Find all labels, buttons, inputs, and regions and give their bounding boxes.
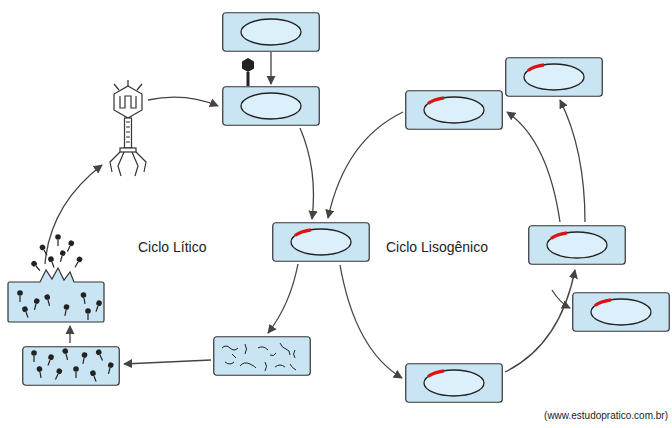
phage-particle xyxy=(31,350,37,362)
phage-particles xyxy=(17,234,114,382)
lysogenic-cell xyxy=(573,293,670,332)
fragmented-cell xyxy=(214,337,311,376)
source-watermark: (www.estudopratico.com.br) xyxy=(544,410,668,421)
phage-particle xyxy=(73,256,84,269)
attached-phage xyxy=(242,58,254,86)
phage-particle xyxy=(55,234,61,246)
lysogenic-cell xyxy=(406,91,503,130)
phage-particle xyxy=(106,362,114,375)
cycle-arrows xyxy=(45,52,585,378)
phage-particle xyxy=(45,354,54,367)
phage-particle xyxy=(47,256,56,269)
infected-cell xyxy=(273,223,370,262)
phage-particle xyxy=(89,370,98,383)
phage-particle xyxy=(39,244,50,257)
phage-filled-cell xyxy=(23,347,120,386)
bacteriophage xyxy=(110,80,146,176)
cycle-label: Ciclo Lítico xyxy=(138,239,206,255)
phage-particle xyxy=(93,300,102,313)
lysogenic-cell xyxy=(406,364,503,403)
phage-particle xyxy=(53,368,63,381)
phage-particle xyxy=(65,240,75,253)
phage-particle xyxy=(21,306,30,319)
lysogenic-cell xyxy=(529,226,626,265)
lysogenic-cell xyxy=(506,58,603,97)
phage-particle xyxy=(32,298,40,311)
bacterium-cell xyxy=(223,87,320,126)
bacterium-cell xyxy=(223,13,320,52)
phage-particle xyxy=(85,308,91,320)
phage-particle xyxy=(58,250,66,263)
dna-fragments xyxy=(222,343,296,371)
phage-particle xyxy=(30,260,42,273)
cycle-label: Ciclo Lisogênico xyxy=(386,239,488,255)
phage-particle xyxy=(80,292,88,305)
phage-particle xyxy=(62,348,70,361)
phage-particle xyxy=(73,366,79,378)
phage-particle xyxy=(62,304,70,317)
lysing-cell xyxy=(8,268,104,322)
phage-particle xyxy=(44,294,52,307)
phage-particle xyxy=(95,349,105,362)
phage-particle xyxy=(80,352,88,365)
phage-particle xyxy=(36,366,44,379)
phage-particle xyxy=(17,290,23,302)
